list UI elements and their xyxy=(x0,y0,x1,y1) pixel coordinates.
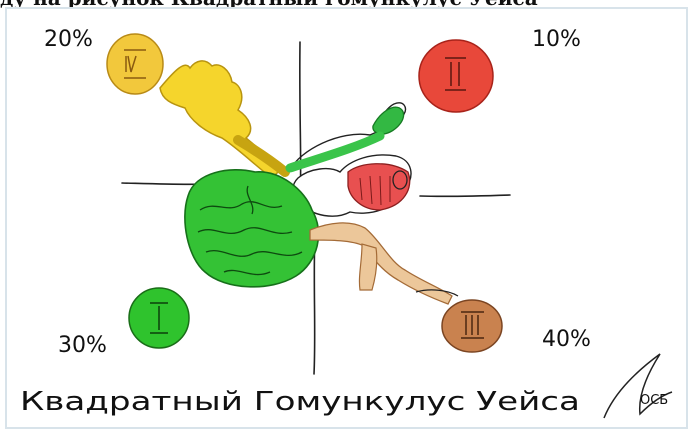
percent-bottom-right: 40% xyxy=(542,327,591,352)
percent-bottom-left: 30% xyxy=(58,333,107,358)
caption-text: Квадратный Гомункулус Уейса xyxy=(20,387,580,417)
percent-top-left: 20% xyxy=(44,27,93,52)
quadrant-top-right xyxy=(419,40,493,112)
red-ball xyxy=(419,40,493,112)
quadrant-bottom-right xyxy=(442,300,502,352)
yellow-ball xyxy=(107,34,163,94)
quadrant-bottom-left xyxy=(129,288,189,348)
percent-top-right: 10% xyxy=(532,27,581,52)
signature-text: ОСБ xyxy=(640,393,668,408)
